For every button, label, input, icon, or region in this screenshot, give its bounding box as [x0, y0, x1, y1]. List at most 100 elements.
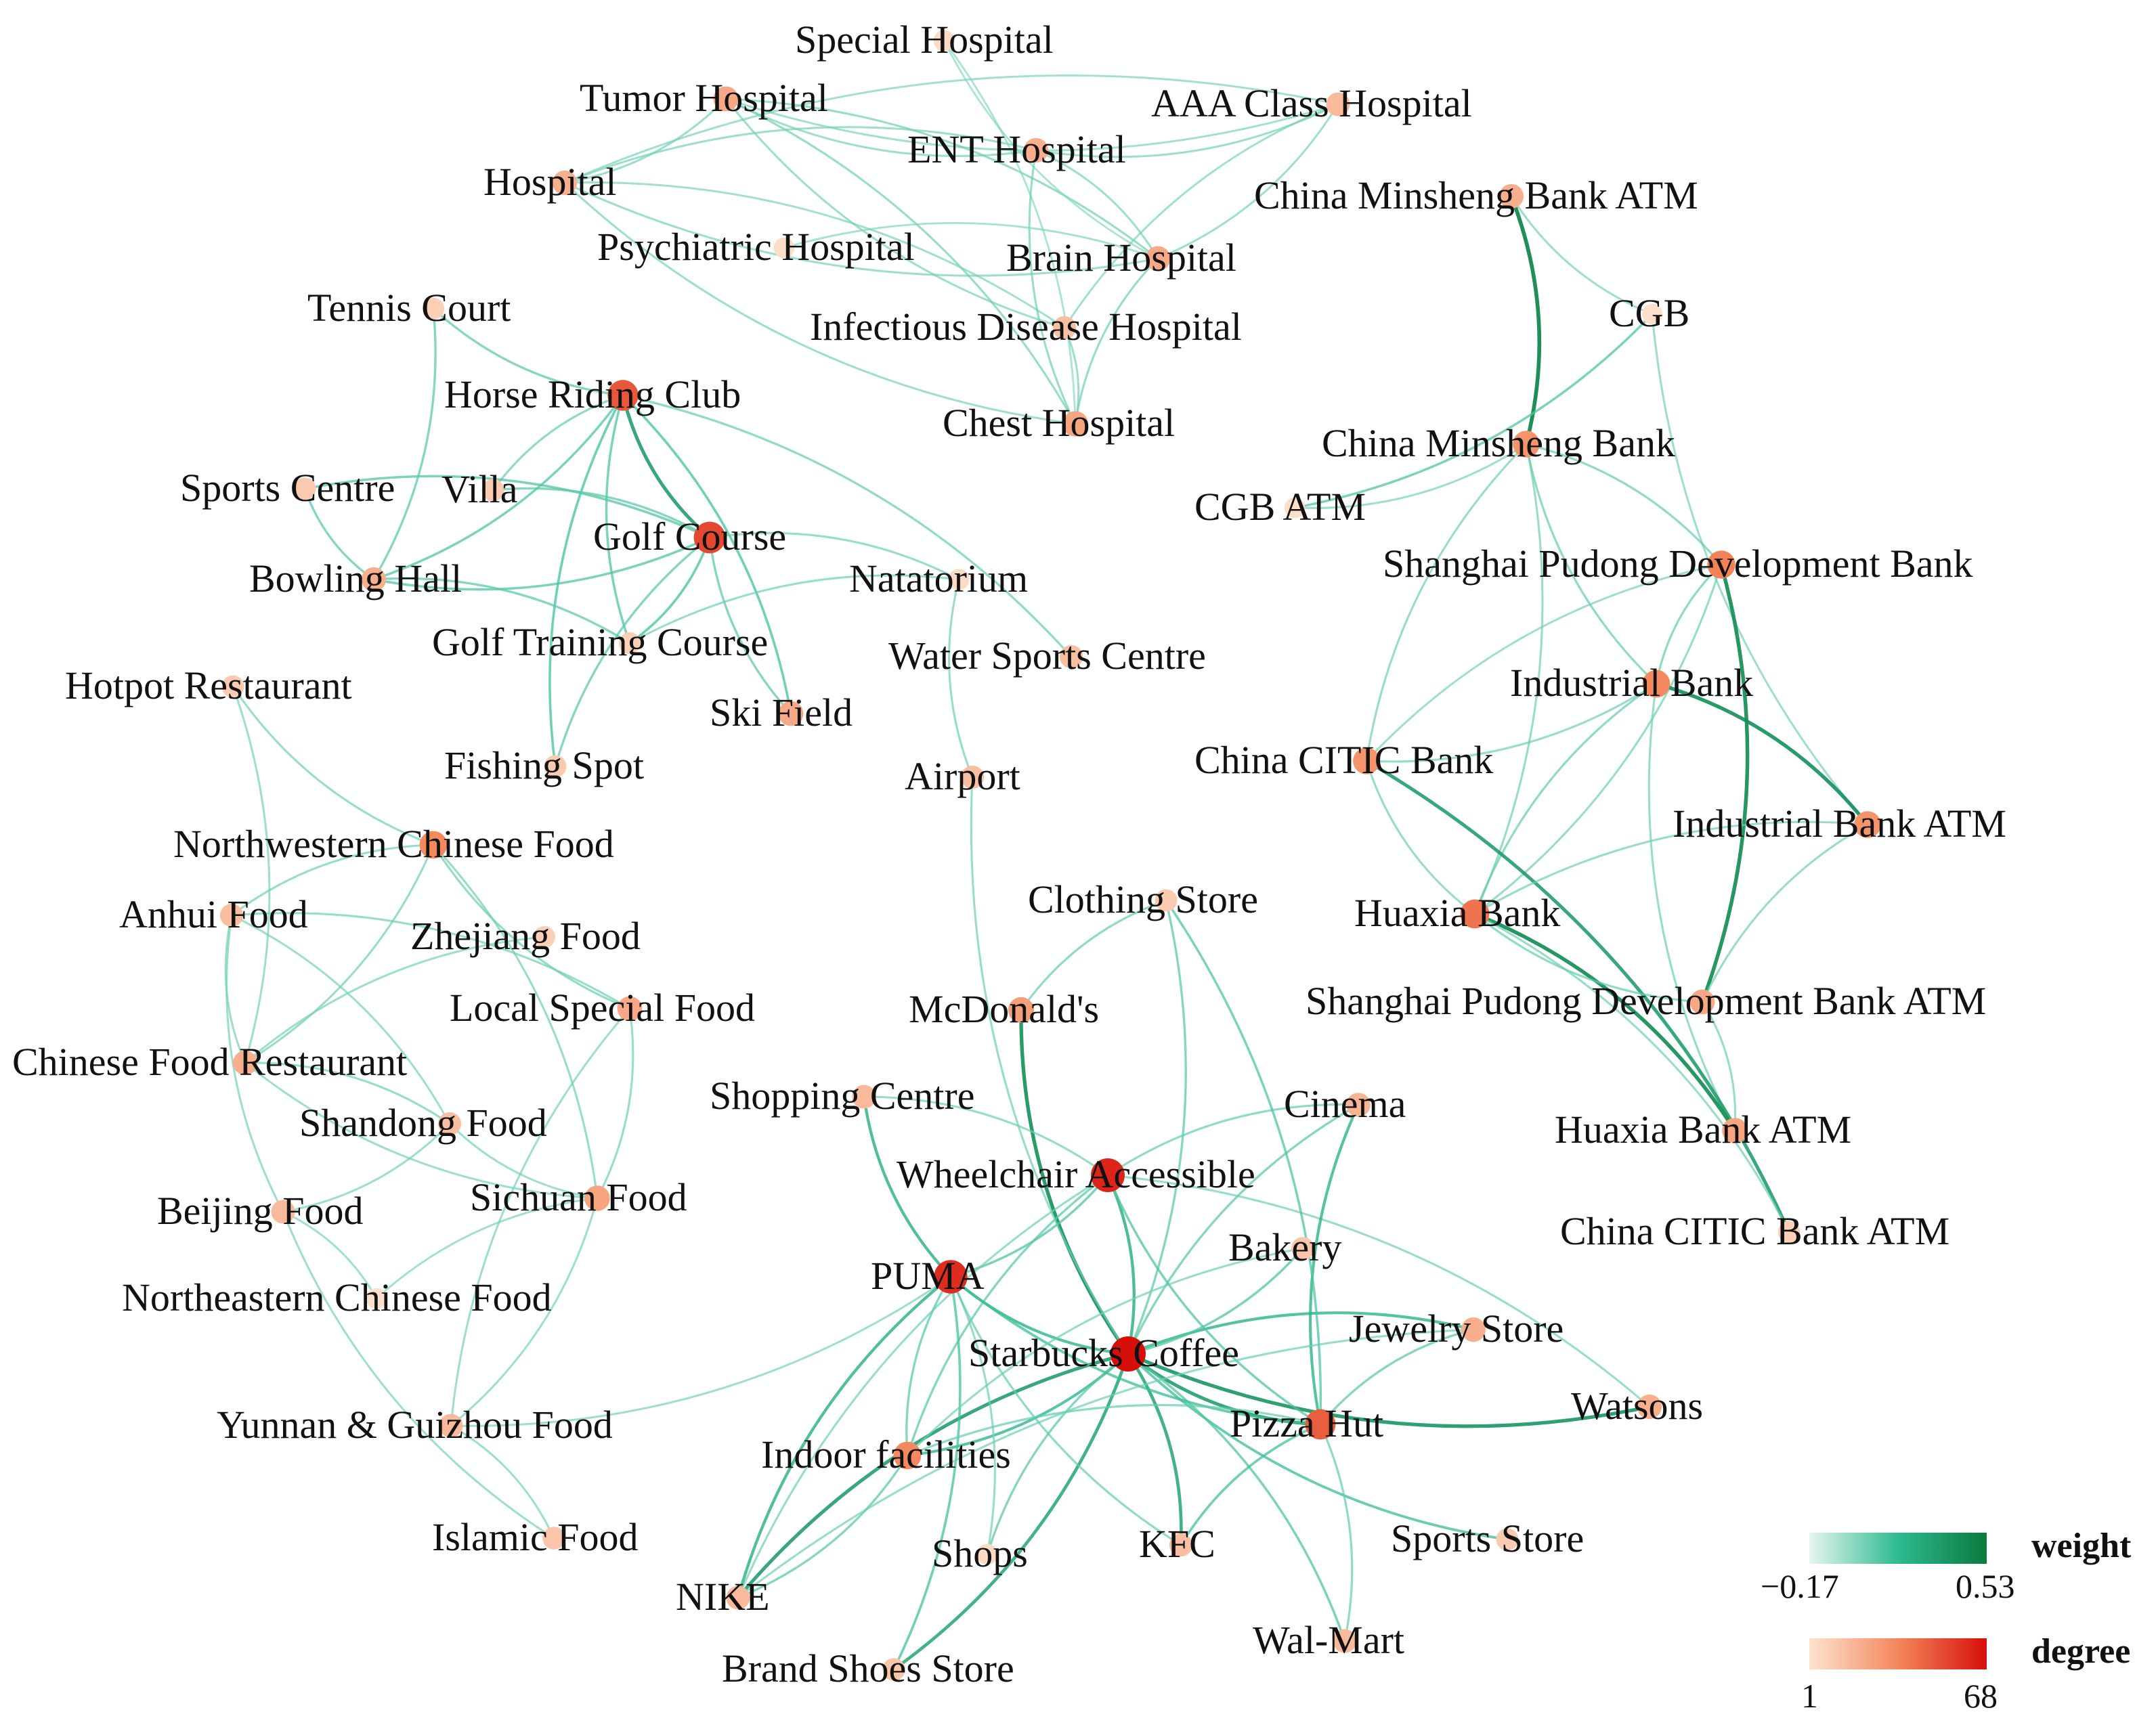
node-label-hotpot-restaurant: Hotpot Restaurant — [65, 663, 352, 707]
edge-tumor-hospital-brain-hospital — [725, 97, 1159, 260]
node-yunnan-guizhou-food — [439, 1414, 463, 1438]
node-huaxia-bank-atm — [1722, 1118, 1748, 1143]
edge-china-minsheng-bank-atm-china-minsheng-bank — [1509, 195, 1542, 445]
edge-pizza-hut-indoor-facilities — [907, 1403, 1321, 1457]
node-label-shops: Shops — [932, 1531, 1028, 1575]
edge-natatorium-airport — [948, 579, 974, 778]
degree-colorbar — [1809, 1638, 1987, 1669]
edge-northwestern-chinese-food-chinese-food-restaurant — [244, 844, 435, 1064]
edge-beijing-food-northeastern-chinese-food — [282, 1210, 378, 1299]
node-china-citic-bank — [1353, 747, 1380, 774]
edge-puma-nike — [736, 1275, 952, 1598]
node-pizza-hut — [1305, 1409, 1336, 1440]
degree-legend-title: degree — [2031, 1632, 2130, 1671]
node-label-puma: PUMA — [871, 1254, 985, 1298]
edge-wheelchair-accessible-watsons — [1107, 1174, 1651, 1408]
edge-china-minsheng-bank-industrial-bank — [1525, 443, 1658, 685]
node-label-shanghai-pudong-development-bank: Shanghai Pudong Development Bank — [1383, 542, 1973, 586]
edge-china-minsheng-bank-huaxia-bank — [1473, 443, 1544, 915]
weight-min-label: −0.17 — [1761, 1567, 1839, 1605]
node-label-islamic-food: Islamic Food — [432, 1515, 638, 1559]
edge-tumor-hospital-chest-hospital — [725, 97, 1077, 424]
node-layer — [219, 30, 1881, 1681]
edge-shandong-food-sichuan-food — [448, 1122, 598, 1200]
edge-hospital-ent-hospital — [564, 126, 1037, 184]
node-fishing-spot — [544, 755, 567, 778]
edge-starbucks-coffee-kfc — [1127, 1353, 1183, 1546]
node-puma — [934, 1260, 968, 1294]
node-nike — [726, 1585, 750, 1610]
degree-legend: degree 1 68 — [1801, 1632, 2130, 1715]
edge-cgb-cgb-atm — [1294, 313, 1654, 509]
node-northwestern-chinese-food — [419, 831, 448, 859]
node-sports-centre — [293, 477, 316, 500]
edge-bakery-indoor-facilities — [906, 1247, 1303, 1457]
edge-hospital-aaa-class-hospital — [564, 74, 1339, 184]
edge-local-special-food-sichuan-food — [596, 1008, 634, 1199]
edge-puma-pizza-hut — [949, 1275, 1321, 1426]
node-label-china-minsheng-bank-atm: China Minsheng Bank ATM — [1254, 173, 1698, 217]
edge-hotpot-restaurant-northwestern-chinese-food — [232, 686, 434, 846]
degree-min-label: 1 — [1801, 1677, 1818, 1715]
edge-indoor-facilities-nike — [737, 1455, 909, 1599]
node-starbucks-coffee — [1111, 1336, 1146, 1372]
node-label-sports-store: Sports Store — [1391, 1516, 1584, 1560]
node-mcdonalds — [1008, 997, 1035, 1024]
weight-max-label: 0.53 — [1956, 1567, 2015, 1605]
node-label-tennis-court: Tennis Court — [307, 286, 511, 330]
node-label-water-sports-centre: Water Sports Centre — [888, 634, 1206, 678]
node-china-minsheng-bank-atm — [1499, 183, 1524, 209]
node-label-sports-centre: Sports Centre — [180, 466, 395, 510]
node-tennis-court — [422, 297, 445, 320]
edge-northwestern-chinese-food-sichuan-food — [432, 844, 599, 1199]
node-watsons — [1637, 1394, 1662, 1420]
node-golf-training-course — [618, 632, 641, 655]
edge-industrial-bank-huaxia-bank — [1473, 682, 1657, 915]
edge-golf-course-fishing-spot — [554, 536, 711, 767]
edge-golf-course-natatorium — [709, 531, 960, 581]
edge-golf-course-sports-centre — [304, 475, 710, 539]
node-villa — [481, 479, 504, 502]
edge-starbucks-coffee-jewelry-store — [1127, 1311, 1474, 1355]
edge-horse-riding-club-fishing-spot — [548, 395, 624, 767]
node-label-ent-hospital: ENT Hospital — [907, 127, 1126, 171]
edge-puma-indoor-facilities — [905, 1276, 952, 1456]
node-label-northwestern-chinese-food: Northwestern Chinese Food — [173, 822, 614, 866]
node-natatorium — [948, 569, 970, 590]
node-psychiatric-hospital — [773, 237, 795, 259]
edge-anhui-food-local-special-food — [231, 912, 630, 1010]
edge-aaa-class-hospital-brain-hospital — [1157, 104, 1339, 260]
node-label-fishing-spot: Fishing Spot — [444, 743, 644, 787]
node-label-tumor-hospital: Tumor Hospital — [580, 76, 828, 120]
node-label-psychiatric-hospital: Psychiatric Hospital — [597, 225, 915, 269]
node-hospital — [552, 170, 578, 196]
edge-cgb-industrial-bank-atm — [1651, 313, 1869, 825]
edge-starbucks-coffee-clothing-store — [1127, 900, 1187, 1355]
node-golf-course — [693, 521, 726, 554]
node-kfc — [1169, 1533, 1193, 1557]
node-beijing-food — [271, 1200, 295, 1224]
node-cinema — [1346, 1093, 1371, 1117]
node-water-sports-centre — [1059, 644, 1083, 669]
node-label-natatorium: Natatorium — [849, 556, 1028, 600]
node-wal-mart — [1333, 1629, 1357, 1653]
edge-golf-course-ski-field — [708, 537, 792, 715]
edge-northwestern-chinese-food-anhui-food — [231, 844, 434, 917]
edge-china-citic-bank-huaxia-bank — [1365, 760, 1475, 915]
edge-yunnan-guizhou-food-islamic-food — [450, 1424, 555, 1539]
node-label-chest-hospital: Chest Hospital — [943, 401, 1175, 445]
edge-anhui-food-beijing-food — [225, 915, 284, 1212]
node-label-shanghai-pudong-development-bank-atm: Shanghai Pudong Development Bank ATM — [1306, 979, 1986, 1023]
edge-hotpot-restaurant-chinese-food-restaurant — [232, 686, 271, 1064]
node-label-local-special-food: Local Special Food — [450, 986, 755, 1030]
node-label-indoor-facilities: Indoor facilities — [761, 1432, 1011, 1476]
edge-huaxia-bank-shanghai-pudong-development-bank-atm — [1473, 913, 1703, 1003]
node-chinese-food-restaurant — [232, 1050, 258, 1076]
node-bowling-hall — [361, 567, 387, 592]
edge-pizza-hut-cinema — [1308, 1104, 1360, 1425]
node-label-chinese-food-restaurant: Chinese Food Restaurant — [12, 1040, 407, 1084]
node-sports-store — [1496, 1528, 1519, 1551]
edge-layer — [224, 40, 1870, 1671]
edge-golf-course-bowling-hall — [373, 536, 710, 591]
edge-psychiatric-hospital-brain-hospital — [783, 222, 1159, 260]
